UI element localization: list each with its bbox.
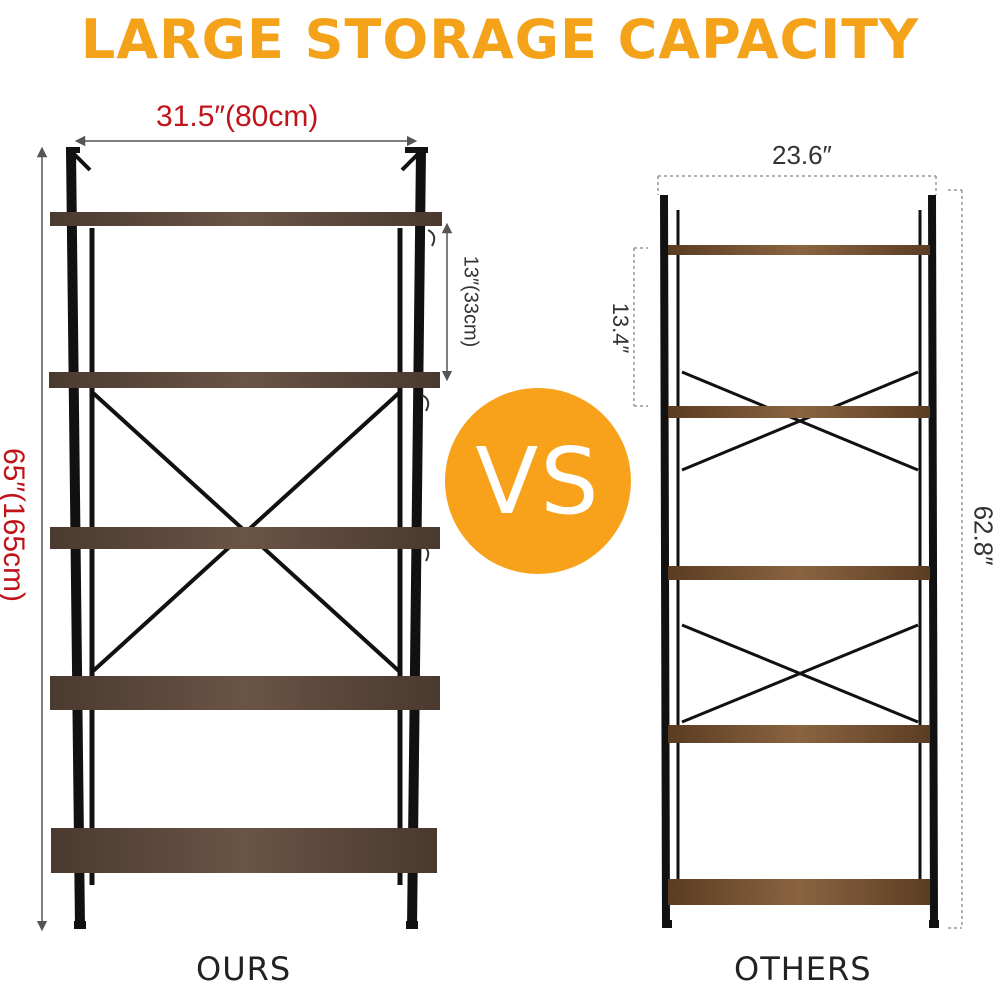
- others-bookshelf: [660, 194, 939, 928]
- ours-width-label: 31.5″(80cm): [156, 100, 319, 133]
- vs-text: VS: [475, 427, 601, 535]
- others-left-frame: [660, 194, 680, 926]
- others-width-label: 23.6″: [772, 140, 832, 170]
- others-cross-brace-lower: [681, 623, 919, 724]
- others-caption: OTHERS: [734, 950, 872, 988]
- others-right-frame: [918, 194, 938, 926]
- others-width-guide: [657, 175, 937, 195]
- others-shelf-1: [668, 245, 930, 255]
- ours-height-label: 65″(165cm): [0, 447, 30, 602]
- others-height-guide: [948, 189, 963, 929]
- ours-shelf-4: [50, 676, 440, 710]
- ours-shelf-5: [51, 828, 437, 873]
- others-shelf-gap-guide: [633, 247, 648, 407]
- ours-shelf-3: [50, 527, 440, 549]
- others-shelf-gap-label: 13.4″: [608, 302, 633, 354]
- others-shelf-2: [668, 406, 930, 418]
- others-shelf-4: [668, 725, 930, 743]
- ours-caption: OURS: [196, 950, 292, 988]
- others-cross-brace-upper: [681, 370, 919, 472]
- others-height-label: 62.8″: [968, 505, 999, 566]
- vs-badge: VS: [445, 388, 631, 574]
- ours-bookshelf: [49, 147, 442, 929]
- page-headline: LARGE STORAGE CAPACITY: [80, 8, 920, 71]
- ours-shelf-gap-label: 13″(33cm): [459, 255, 482, 348]
- ours-shelf-2: [49, 372, 440, 388]
- ours-shelf-1: [50, 212, 442, 226]
- others-shelf-3: [668, 566, 930, 580]
- others-shelf-5: [668, 879, 930, 905]
